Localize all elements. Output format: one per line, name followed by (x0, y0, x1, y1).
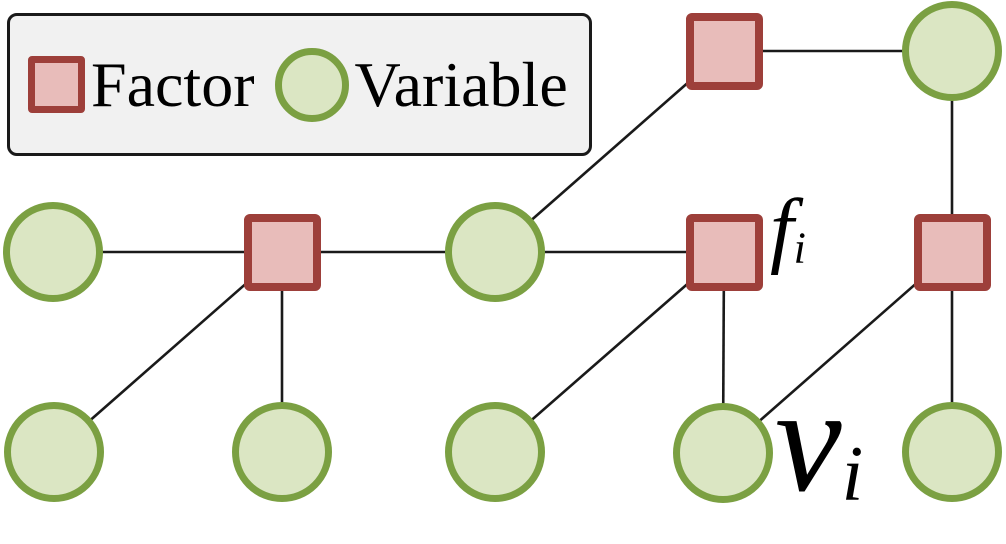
variable-bottom-2-node (232, 402, 332, 502)
factor-fi-label: fi (770, 187, 806, 272)
variable-bottom-5-node (902, 402, 1002, 502)
legend-variable-label: Variable (354, 48, 568, 120)
legend: Factor Variable (7, 13, 592, 156)
variable-bottom-3-node (445, 402, 545, 502)
variable-vi-label-subscript: i (841, 429, 864, 517)
variable-mid-left-node (3, 202, 103, 302)
factor-mid-left-node (243, 213, 321, 291)
variable-top-right-node (902, 1, 1002, 101)
variable-bottom-1-node (4, 402, 104, 502)
factor-top-node (685, 12, 763, 90)
factor-fi-label-base: f (770, 182, 794, 276)
factor-fi-label-subscript: i (793, 223, 806, 273)
variable-vi-node (673, 403, 773, 503)
factor-swatch-icon (28, 56, 85, 113)
variable-swatch-icon (274, 47, 349, 122)
factor-mid-right-node (913, 213, 991, 291)
legend-factor-label: Factor (91, 48, 255, 120)
variable-vi-label-base: v (775, 357, 842, 523)
variable-mid-center-node (445, 202, 545, 302)
variable-vi-label: vi (775, 365, 863, 515)
factor-fi-node (685, 213, 763, 291)
